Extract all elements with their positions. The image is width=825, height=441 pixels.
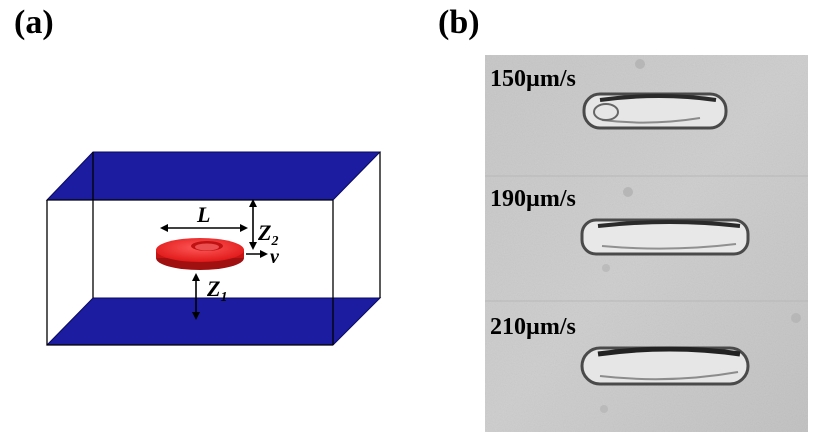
z1-label: Z1 (206, 276, 227, 305)
velocity-label: v (270, 246, 280, 268)
speed-label-3: 210µm/s (490, 314, 576, 340)
microscopy-panel: 150µm/s 190µm/s 210µm/s (485, 55, 808, 432)
speed-label-1: 150µm/s (490, 66, 576, 92)
channel-schematic: L Z2 v Z1 (47, 152, 380, 345)
speed-label-2: 190µm/s (490, 186, 576, 212)
bottom-plate (47, 298, 380, 345)
top-plate (47, 152, 380, 200)
red-blood-cell (156, 238, 244, 270)
length-label: L (196, 202, 210, 227)
cell-image-150 (584, 94, 726, 128)
cell-image-190 (582, 220, 748, 254)
z2-label: Z2 (257, 220, 278, 249)
cell-image-210 (582, 348, 748, 384)
